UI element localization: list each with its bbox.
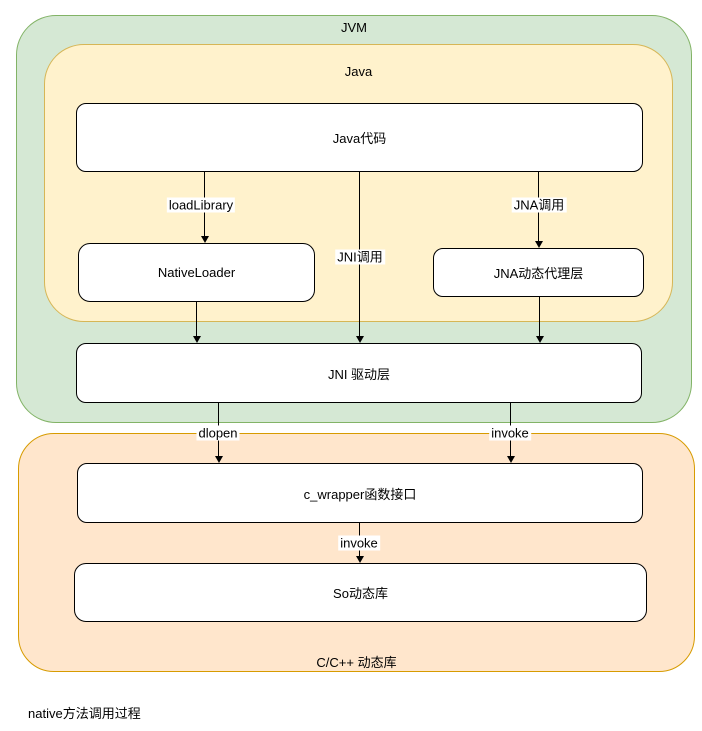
node-java-code: Java代码 <box>76 103 643 172</box>
node-jna-proxy: JNA动态代理层 <box>433 248 644 297</box>
diagram-caption: native方法调用过程 <box>28 706 141 721</box>
node-c-wrapper: c_wrapper函数接口 <box>77 463 643 523</box>
node-native-loader-label: NativeLoader <box>157 265 236 280</box>
node-so-lib: So动态库 <box>74 563 647 622</box>
edge-label-dlopen: dlopen <box>196 425 240 441</box>
edge-label-loadlibrary: loadLibrary <box>166 197 236 213</box>
edge-label-jna-call: JNA调用 <box>511 197 567 213</box>
node-c-wrapper-label: c_wrapper函数接口 <box>303 486 417 502</box>
node-jni-driver: JNI 驱动层 <box>76 343 642 403</box>
node-jna-proxy-label: JNA动态代理层 <box>493 266 584 281</box>
arrow-nativeloader-to-jnidriver <box>192 302 201 343</box>
edge-label-invoke-upper: invoke <box>489 425 531 441</box>
edge-label-invoke-lower: invoke <box>338 535 380 551</box>
edge-label-jni-call: JNI调用 <box>335 249 385 265</box>
node-native-loader: NativeLoader <box>78 243 315 302</box>
node-jni-driver-label: JNI 驱动层 <box>327 366 391 382</box>
arrow-jnaproxy-to-jnidriver <box>535 297 544 343</box>
node-java-code-label: Java代码 <box>332 131 387 146</box>
node-so-lib-label: So动态库 <box>333 586 388 601</box>
